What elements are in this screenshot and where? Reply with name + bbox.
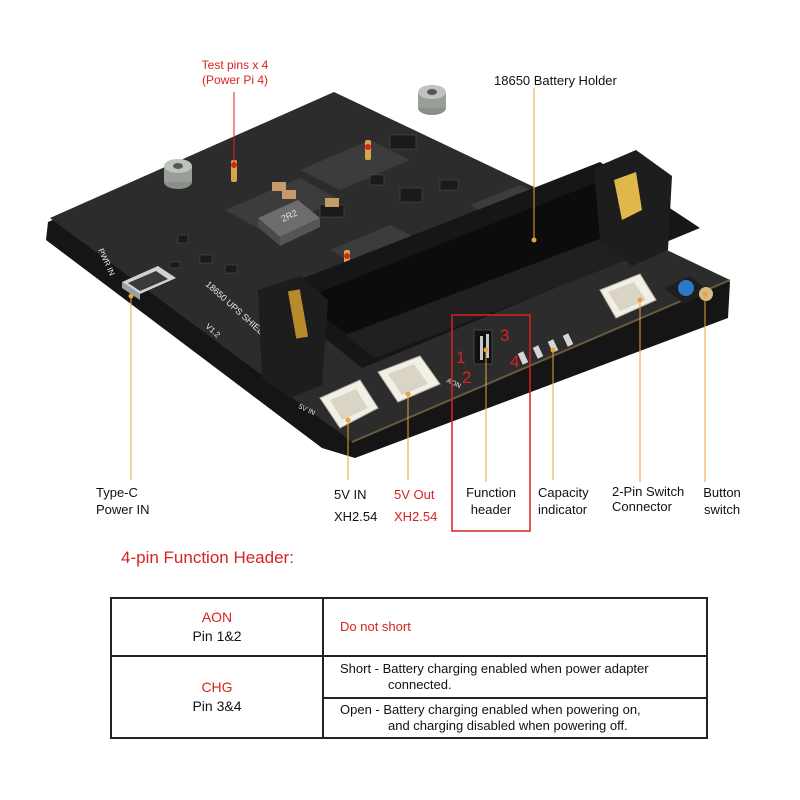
aon-cell: AON Pin 1&2 — [110, 597, 324, 657]
button-switch-label-line1: Button — [703, 485, 741, 500]
5v-out-label: 5V Out XH2.54 — [394, 484, 437, 528]
capacity-indicator-label: Capacity indicator — [538, 484, 589, 518]
pin-number-3: 3 — [500, 326, 510, 345]
pin-number-2: 2 — [462, 368, 472, 387]
type-c-port — [122, 266, 176, 300]
open-line2: and charging disabled when powering off. — [388, 718, 628, 733]
chg-open-description: Open - Battery charging enabled when pow… — [322, 697, 708, 739]
function-header-table: AON Pin 1&2 Do not short CHG Pin 3&4 Sho… — [110, 597, 708, 739]
pin-number-4: 4 — [510, 352, 520, 371]
open-line1: Battery charging enabled when powering o… — [383, 702, 641, 717]
5v-in-label: 5V IN XH2.54 — [334, 484, 377, 528]
connector-switch — [599, 273, 657, 319]
short-line1: Battery charging enabled when power adap… — [382, 661, 649, 676]
function-header-label-line1: Function — [466, 485, 516, 500]
short-line2: connected. — [388, 677, 452, 692]
function-header-label-line2: header — [470, 502, 512, 517]
typec-label-line2: Power IN — [96, 502, 150, 517]
capacity-leds — [517, 333, 574, 365]
open-key: Open - — [340, 702, 380, 717]
5v-in-label-line2: XH2.54 — [334, 509, 378, 524]
table-row-aon: AON Pin 1&2 Do not short — [110, 597, 708, 657]
5v-in-label-line1: 5V IN — [334, 487, 367, 502]
table-row-chg-open: Open - Battery charging enabled when pow… — [111, 697, 708, 739]
button-switch-label-line2: switch — [703, 502, 741, 517]
aon-pins: Pin 1&2 — [192, 628, 242, 644]
pin-number-1: 1 — [456, 348, 466, 367]
short-key: Short - — [340, 661, 380, 676]
typec-label: Type-C Power IN — [96, 484, 149, 518]
standoff-left — [164, 159, 192, 189]
test-pins-label-line2: (Power Pi 4) — [201, 73, 269, 87]
test-pins-label-line1: Test pins x 4 — [201, 58, 269, 72]
aon-description: Do not short — [322, 597, 708, 657]
function-header-label: Function header — [452, 484, 530, 518]
typec-label-line1: Type-C — [96, 485, 138, 500]
battery-holder-label: 18650 Battery Holder — [494, 73, 617, 88]
connector-5v-in — [319, 379, 379, 429]
chg-pins: Pin 3&4 — [192, 698, 242, 714]
capacity-indicator-label-line1: Capacity — [538, 485, 589, 500]
chg-cell: CHG Pin 3&4 — [110, 655, 324, 739]
switch-connector-label: 2-Pin Switch Connector — [612, 484, 684, 514]
chg-name: CHG — [201, 679, 233, 695]
switch-connector-label-line1: 2-Pin Switch — [612, 484, 685, 499]
capacity-indicator-label-line2: indicator — [538, 502, 588, 517]
function-header-highlight-box — [451, 314, 531, 532]
battery-holder — [258, 150, 700, 398]
function-header-pins — [473, 329, 493, 365]
switch-connector-label-line2: Connector — [612, 499, 672, 514]
standoff-right — [418, 85, 446, 115]
leader-lines — [130, 88, 706, 482]
button-switch-label: Button switch — [697, 484, 747, 518]
function-header-section-title: 4-pin Function Header: — [121, 548, 294, 567]
5v-out-label-line2: XH2.54 — [394, 509, 438, 524]
table-row-chg-short: CHG Pin 3&4 Short - Battery charging ena… — [110, 655, 708, 739]
connector-5v-out — [377, 355, 441, 403]
aon-name: AON — [201, 609, 233, 625]
inductor-chip: 2R2 — [258, 200, 320, 246]
chg-short-description: Short - Battery charging enabled when po… — [322, 655, 708, 699]
test-pins-label: Test pins x 4 (Power Pi 4) — [178, 58, 292, 88]
capacitors — [272, 182, 339, 207]
5v-out-label-line1: 5V Out — [394, 487, 435, 502]
